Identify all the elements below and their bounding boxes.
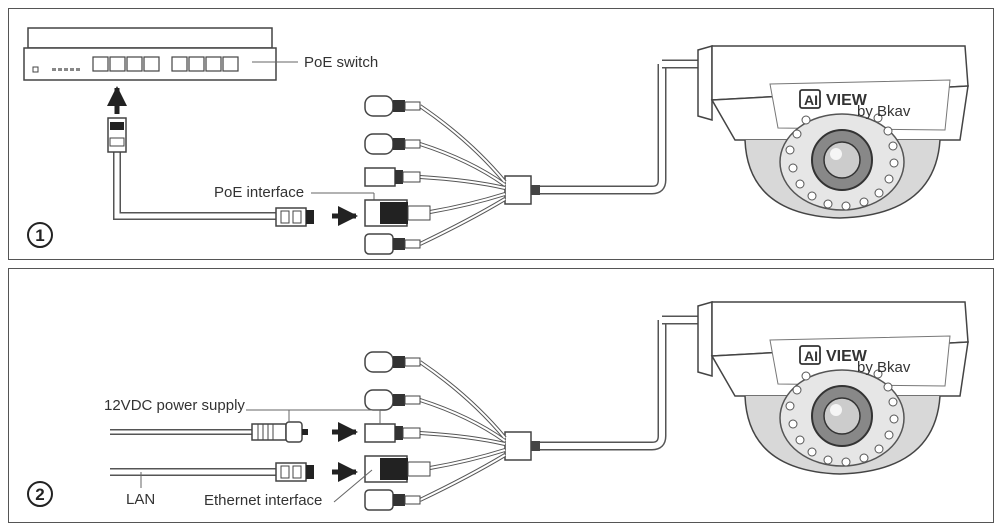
dc-plug: [251, 423, 287, 441]
step-2-cables: 12VDC power supply LAN Ethernet interfac…: [27, 397, 381, 509]
lan-label: LAN: [126, 491, 155, 508]
ethernet-cable: [107, 117, 314, 227]
power-supply-label: 12VDC power supply: [104, 397, 245, 414]
brand-logo-box: AI: [804, 92, 818, 108]
poe-interface-label: PoE interface: [214, 184, 304, 201]
ethernet-interface-label: Ethernet interface: [204, 492, 322, 509]
brand-byline-2: by Bkav: [857, 359, 911, 376]
brand-byline: by Bkav: [857, 103, 911, 120]
poe-switch-label: PoE switch: [304, 54, 378, 71]
brand-logo-text: VIEW: [826, 92, 868, 109]
step-1-badge: [27, 222, 53, 248]
step-1-panel: [8, 8, 994, 260]
step-2-number: 2: [35, 485, 44, 504]
camera-pigtail-connectors: [365, 96, 540, 254]
step-1-diagram: PoE switch PoE interface AI VIEW by Bkav: [23, 27, 968, 254]
camera-pigtail-connectors-2: [365, 352, 540, 510]
dome-camera: [540, 46, 968, 218]
poe-switch: [23, 27, 298, 81]
dome-camera-2: [540, 302, 968, 474]
step-1-number: 1: [35, 226, 44, 245]
step-2-diagram: AI VIEW by Bkav: [365, 302, 968, 510]
brand-logo-text-2: VIEW: [826, 348, 868, 365]
step-2-panel: [8, 268, 994, 523]
step-2-badge: [27, 481, 53, 507]
brand-logo-box-2: AI: [804, 348, 818, 364]
